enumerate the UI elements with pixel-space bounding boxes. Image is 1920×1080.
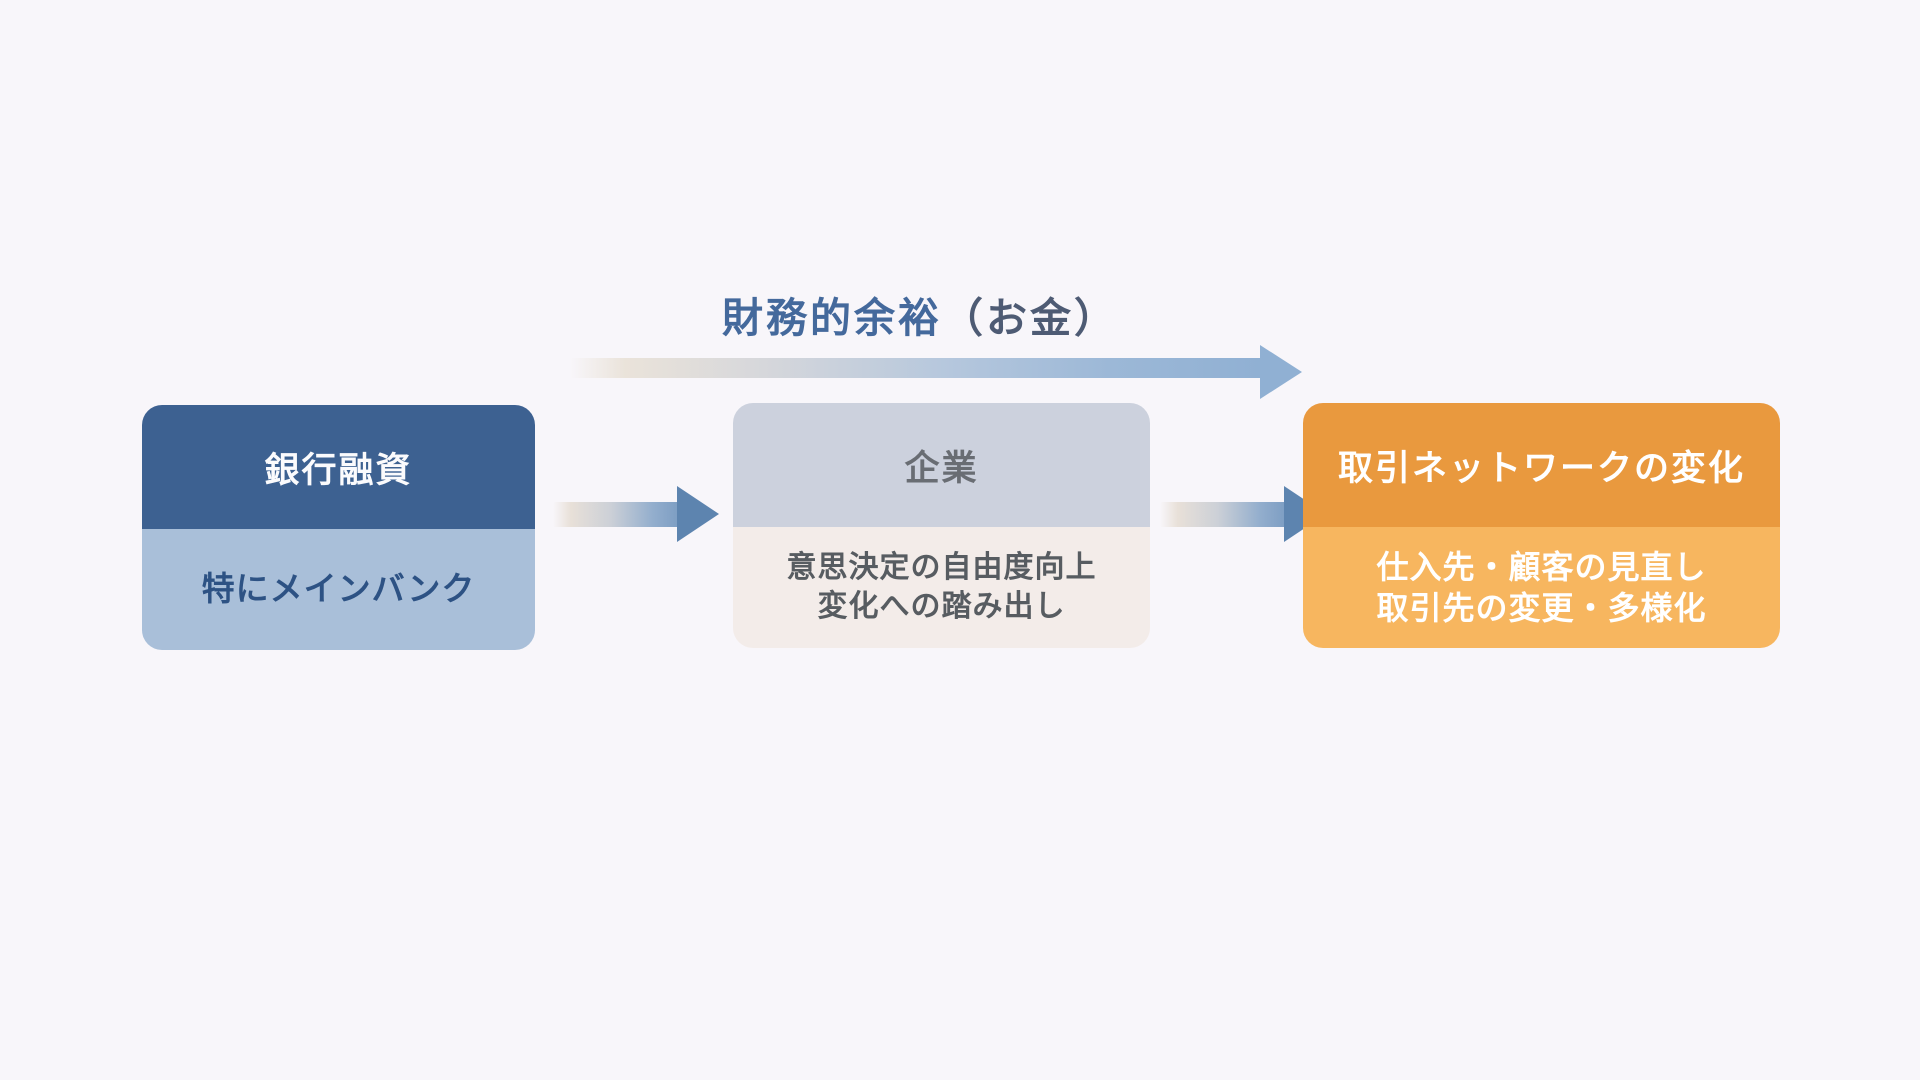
money-flow-arrowhead-icon (1260, 345, 1302, 399)
node-company-body: 意思決定の自由度向上 変化への踏み出し (733, 527, 1150, 648)
arrow-bank-to-company-arrowhead-icon (677, 486, 719, 542)
node-transaction-network-change-body: 仕入先・顧客の見直し 取引先の変更・多様化 (1303, 527, 1780, 648)
node-bank-loan-body-line: 特にメインバンク (201, 570, 476, 608)
financial-slack-label-main: 財務的余裕 (722, 295, 942, 341)
money-flow-arrow (570, 344, 1302, 400)
node-company: 企業 意思決定の自由度向上 変化への踏み出し (733, 403, 1150, 648)
node-company-body-line-2: 変化への踏み出し (817, 589, 1066, 623)
node-bank-loan-body: 特にメインバンク (142, 529, 535, 650)
node-bank-loan-header: 銀行融資 (142, 405, 535, 529)
node-transaction-network-change: 取引ネットワークの変化 仕入先・顧客の見直し 取引先の変更・多様化 (1303, 403, 1780, 648)
node-transaction-network-change-body-line-1: 仕入先・顧客の見直し (1376, 548, 1707, 585)
node-transaction-network-change-body-line-2: 取引先の変更・多様化 (1376, 589, 1707, 626)
arrow-bank-to-company-shaft (553, 502, 681, 527)
arrow-bank-to-company (553, 486, 719, 542)
money-flow-arrow-shaft (570, 358, 1262, 378)
node-company-header: 企業 (733, 403, 1150, 527)
arrow-company-to-network (1160, 486, 1326, 542)
node-bank-loan: 銀行融資 特にメインバンク (142, 405, 535, 650)
node-transaction-network-change-header: 取引ネットワークの変化 (1303, 403, 1780, 527)
arrow-company-to-network-shaft (1160, 502, 1288, 527)
node-company-body-line-1: 意思決定の自由度向上 (786, 551, 1097, 585)
financial-slack-label-paren: （お金） (942, 295, 1118, 341)
financial-slack-label: 財務的余裕（お金） (570, 284, 1270, 344)
